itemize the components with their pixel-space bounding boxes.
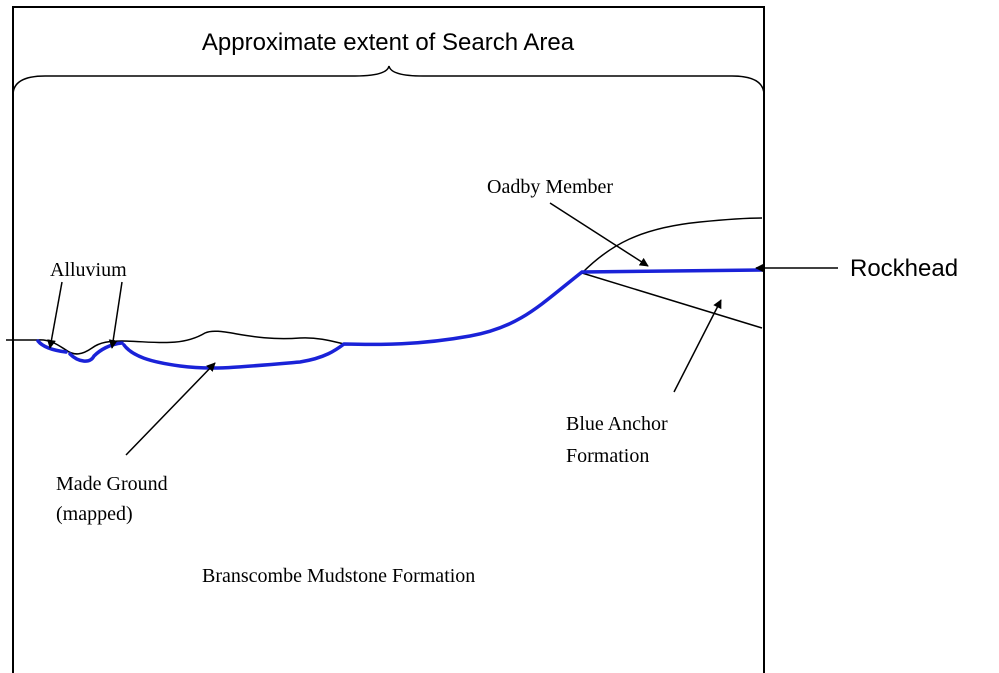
- rockhead-label: Rockhead: [850, 255, 958, 282]
- made-ground-label-line2: (mapped): [56, 503, 133, 525]
- ground-surface-line: [6, 330, 345, 355]
- alluvium-arrow-right: [108, 281, 123, 349]
- oadby-member-boundary: [581, 217, 763, 274]
- rockhead-line: [122, 268, 764, 370]
- search-area-brace: [12, 65, 765, 96]
- search-area-title: Approximate extent of Search Area: [202, 29, 575, 56]
- made-ground-arrow: [125, 362, 216, 456]
- made-ground-label-line1: Made Ground: [56, 473, 168, 495]
- blue-anchor-boundary: [581, 272, 763, 329]
- blue-anchor-label-line1: Blue Anchor: [566, 413, 668, 435]
- oadby-arrow: [549, 202, 649, 267]
- alluvium-label: Alluvium: [50, 259, 127, 281]
- alluvium-arrow-left: [47, 281, 63, 349]
- branscombe-label: Branscombe Mudstone Formation: [202, 565, 475, 587]
- blue-anchor-arrow: [673, 299, 722, 393]
- blue-anchor-label-line2: Formation: [566, 445, 649, 467]
- oadby-member-label: Oadby Member: [487, 176, 613, 198]
